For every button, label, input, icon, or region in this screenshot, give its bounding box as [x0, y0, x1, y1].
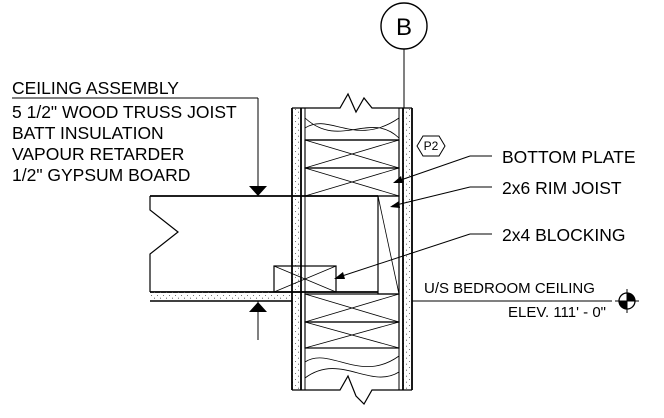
leader-arrow-icon: [390, 201, 400, 208]
callout-blocking: 2x4 BLOCKING: [334, 225, 626, 279]
ceiling-layer: BATT INSULATION: [12, 123, 164, 143]
ceiling-assembly-section: [149, 195, 378, 302]
elevation-name: U/S BEDROOM CEILING: [424, 280, 595, 297]
ceiling-layer: 5 1/2" WOOD TRUSS JOIST: [12, 102, 237, 122]
lower-second-plate: [304, 321, 400, 349]
ceiling-assembly-title: CEILING ASSEMBLY: [12, 78, 179, 98]
grid-bubble-label: B: [396, 14, 412, 41]
elevation-target-icon: [615, 289, 639, 313]
ceiling-assembly-label: CEILING ASSEMBLY 5 1/2" WOOD TRUSS JOIST…: [12, 78, 267, 340]
callout-rim-joist: 2x6 RIM JOIST: [390, 178, 622, 208]
wall: [291, 92, 413, 405]
arrow-up-icon: [249, 302, 267, 312]
ceiling-gypsum: [150, 292, 292, 301]
callout-blocking-label: 2x4 BLOCKING: [502, 225, 626, 245]
callout-bottom-plate-label: BOTTOM PLATE: [502, 147, 636, 167]
leader-arrow-icon: [334, 272, 345, 279]
lower-insulation: [304, 355, 400, 379]
ceiling-layer: 1/2" GYPSUM BOARD: [12, 165, 190, 185]
interior-gypsum: [292, 108, 301, 390]
grid-bubble: B: [380, 2, 428, 108]
ceiling-layer: VAPOUR RETARDER: [12, 144, 184, 164]
elevation-value: ELEV. 111' - 0": [508, 304, 606, 321]
exterior-sheathing: [403, 108, 412, 390]
upper-insulation: [304, 117, 400, 139]
wall-type-tag: P2: [416, 135, 446, 157]
callout-rim-joist-label: 2x6 RIM JOIST: [502, 178, 622, 198]
wall-type-tag-label: P2: [424, 139, 439, 153]
arrow-down-icon: [249, 186, 267, 196]
leader-arrow-icon: [393, 176, 403, 183]
callout-bottom-plate: BOTTOM PLATE: [393, 147, 636, 183]
elevation-marker: U/S BEDROOM CEILING ELEV. 111' - 0": [412, 280, 639, 321]
